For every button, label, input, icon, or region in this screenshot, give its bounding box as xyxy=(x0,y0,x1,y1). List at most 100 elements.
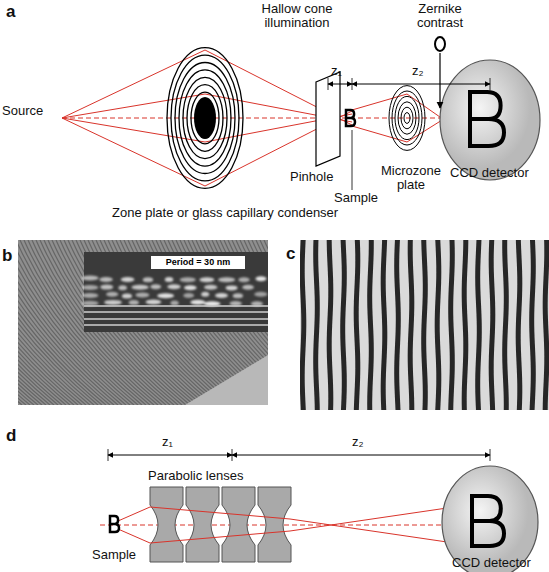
inset-blobs xyxy=(81,276,267,307)
part-label: Zone plate or glass capillary condenser xyxy=(112,206,338,220)
zone-ring xyxy=(183,77,227,158)
part-label: Sample xyxy=(334,191,378,205)
particle-blob xyxy=(180,277,196,282)
particle-blob xyxy=(167,284,180,289)
particle-blob xyxy=(201,292,209,297)
grating-line xyxy=(505,240,507,410)
optical-axis xyxy=(62,118,490,119)
microzone-plate xyxy=(389,86,425,151)
distance-label: z₁ xyxy=(162,435,173,449)
particle-blob xyxy=(135,292,149,297)
micrograph-b xyxy=(18,240,268,405)
distance-arrow xyxy=(232,455,490,456)
distance-arrow xyxy=(108,455,232,456)
parabolic-lens xyxy=(222,487,255,562)
part-label: CCD detector xyxy=(452,556,531,570)
zone-ring xyxy=(395,96,419,139)
pointer-arrow xyxy=(439,53,440,108)
grating-lines xyxy=(302,240,547,410)
particle-blob xyxy=(104,300,122,305)
zone-ring xyxy=(392,91,422,145)
zone-ring xyxy=(179,70,231,166)
grating-line xyxy=(383,240,385,410)
sample-letter xyxy=(110,516,119,532)
x-ray-beam xyxy=(118,507,488,548)
image-letter xyxy=(472,496,504,546)
particle-blob xyxy=(146,300,162,305)
panel-letter: c xyxy=(286,244,295,263)
zone-ring xyxy=(389,86,425,151)
grating-line xyxy=(316,240,318,410)
grating-line xyxy=(478,240,480,410)
particle-blob xyxy=(218,277,235,282)
part-label: Source xyxy=(2,104,43,118)
panel-letter: d xyxy=(6,426,16,445)
particle-blob xyxy=(121,277,134,282)
part-label: Microzone plate xyxy=(378,164,444,192)
tick-line xyxy=(352,78,353,90)
particle-blob xyxy=(81,301,98,306)
particle-blob xyxy=(99,277,112,282)
panel-a xyxy=(62,37,540,190)
zone-ring xyxy=(398,102,416,134)
zone-ring xyxy=(401,107,413,129)
grating-line xyxy=(397,240,399,410)
grating-line xyxy=(356,240,358,410)
particle-blob xyxy=(204,285,217,290)
scale-label-box: Period = 30 nm xyxy=(151,256,245,269)
part-label: Pinhole xyxy=(290,170,333,184)
particle-blob xyxy=(215,293,228,298)
distance-arrow xyxy=(352,84,490,85)
scale-label: Period = 30 nm xyxy=(166,257,230,268)
part-label: CCD detector xyxy=(450,166,529,180)
particle-blob xyxy=(150,284,161,289)
tick-line xyxy=(108,449,109,461)
zone-ring xyxy=(171,55,239,181)
particle-blob xyxy=(256,276,267,281)
phase-ring xyxy=(435,37,445,51)
x-ray-beam xyxy=(118,502,488,543)
distance-label: z₂ xyxy=(412,64,424,78)
inset-image xyxy=(84,252,268,332)
particle-blob xyxy=(131,285,148,290)
particle-blob xyxy=(118,285,127,290)
particle-blob xyxy=(106,292,118,297)
ccd-detector xyxy=(440,60,540,180)
particle-blob xyxy=(238,277,249,282)
grating-line xyxy=(464,240,466,410)
particle-blob xyxy=(100,285,113,290)
particle-blob xyxy=(129,300,139,305)
panel-letter: b xyxy=(2,246,12,265)
layer-line xyxy=(84,311,268,312)
grating-line xyxy=(370,240,372,410)
grating-line xyxy=(302,240,304,410)
layer-line xyxy=(84,305,268,306)
part-label: Zernike contrast xyxy=(408,2,472,30)
zone-ring xyxy=(167,48,243,189)
grating-line xyxy=(437,240,439,410)
zone-ring xyxy=(175,63,235,174)
particle-blob xyxy=(143,277,153,282)
particle-blob xyxy=(184,285,197,290)
particle-blob xyxy=(230,301,242,306)
zone-ring xyxy=(191,92,219,144)
particle-blob xyxy=(82,293,99,298)
parabolic-lens xyxy=(186,487,219,562)
part-label: Parabolic lenses xyxy=(148,469,243,483)
particle-blob xyxy=(233,293,243,298)
beam-label: Hallow cone illumination xyxy=(252,2,342,30)
tick-line xyxy=(490,78,491,90)
layer-line xyxy=(84,318,268,319)
condenser-zone-plate xyxy=(167,48,243,189)
particle-blob xyxy=(242,285,254,290)
central-stop xyxy=(194,97,216,139)
micrograph-c xyxy=(300,240,549,410)
leader-line xyxy=(352,130,353,190)
substrate-area xyxy=(185,355,268,405)
parabolic-lens xyxy=(258,487,291,562)
particle-blob xyxy=(157,293,174,298)
distance-arrow xyxy=(328,84,352,85)
zone-ring xyxy=(404,113,410,124)
